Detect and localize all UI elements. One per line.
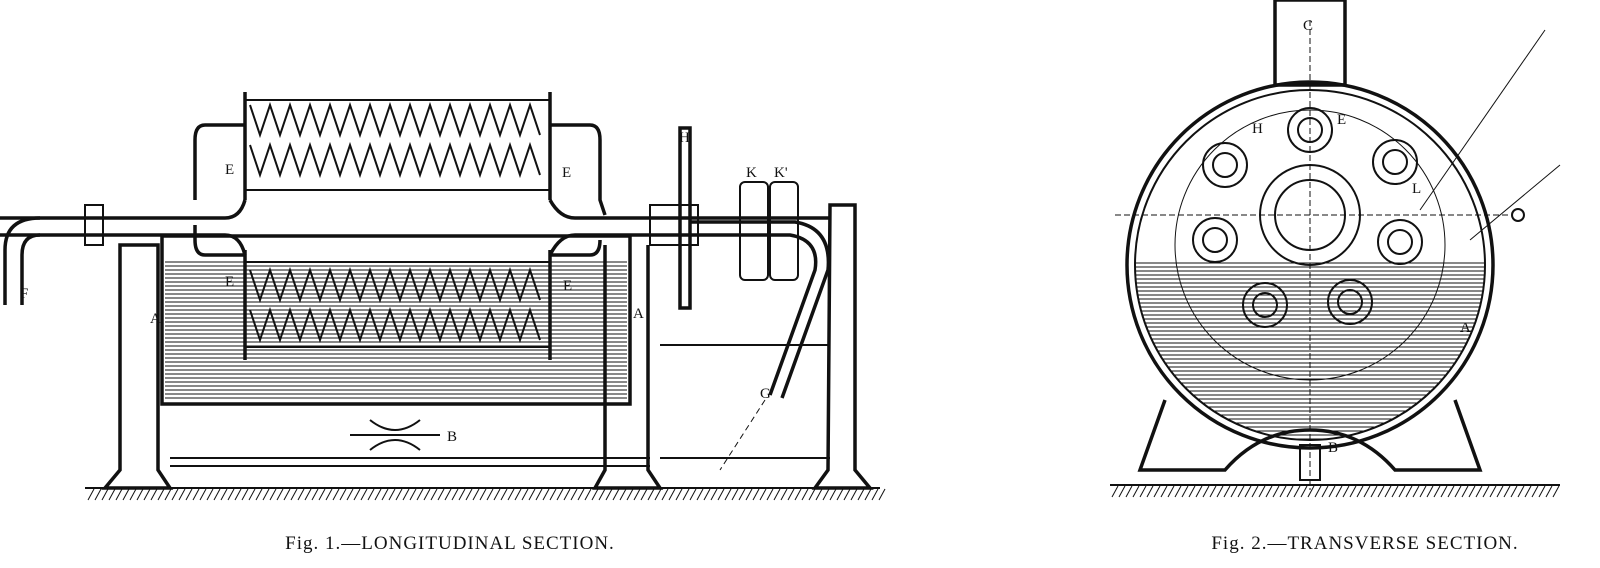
label-k: K: [746, 165, 757, 181]
label-h: H: [1252, 121, 1263, 137]
cylinder-k-prime: [769, 181, 799, 281]
handwheel: [678, 126, 692, 310]
label-c: C: [1303, 18, 1313, 34]
base-frame: [1137, 399, 1483, 472]
label-k-prime: K': [774, 165, 788, 181]
label-a: A: [1460, 320, 1471, 336]
label-e: E: [225, 162, 234, 178]
figure-1-caption: Fig. 1.—LONGITUDINAL SECTION.: [285, 533, 615, 554]
label-a: A: [633, 306, 644, 322]
label-l: L: [1412, 181, 1421, 197]
pipe-g: [690, 220, 831, 399]
label-e: E: [562, 165, 571, 181]
figure-2-caption: Fig. 2.—TRANSVERSE SECTION.: [1211, 533, 1518, 554]
label-b: B: [447, 429, 457, 445]
label-g: G: [760, 386, 771, 402]
frame-supports: [101, 203, 874, 490]
tube-circles: [1192, 107, 1423, 328]
label-b: B: [1328, 440, 1338, 456]
label-e: E: [225, 274, 234, 290]
cylinder-k: [739, 181, 769, 281]
lower-cylinder: [193, 225, 602, 360]
label-f: F: [20, 286, 28, 302]
main-pipe: [0, 199, 830, 305]
ground-hatching: [85, 487, 886, 501]
longitudinal-section-figure: A A B E E E E F G H K K' Fig. 1.—LONGITU…: [0, 92, 886, 554]
label-e: E: [563, 278, 572, 294]
tank: [160, 234, 632, 406]
upper-cylinder: [193, 92, 607, 216]
ground-hatching: [1110, 484, 1560, 498]
transverse-section-figure: C E H L A B Fig. 2.—TRANSVERSE SECTION.: [1110, 0, 1561, 554]
label-e: E: [1337, 112, 1346, 128]
label-a: A: [150, 311, 161, 327]
label-h: H: [679, 130, 690, 146]
